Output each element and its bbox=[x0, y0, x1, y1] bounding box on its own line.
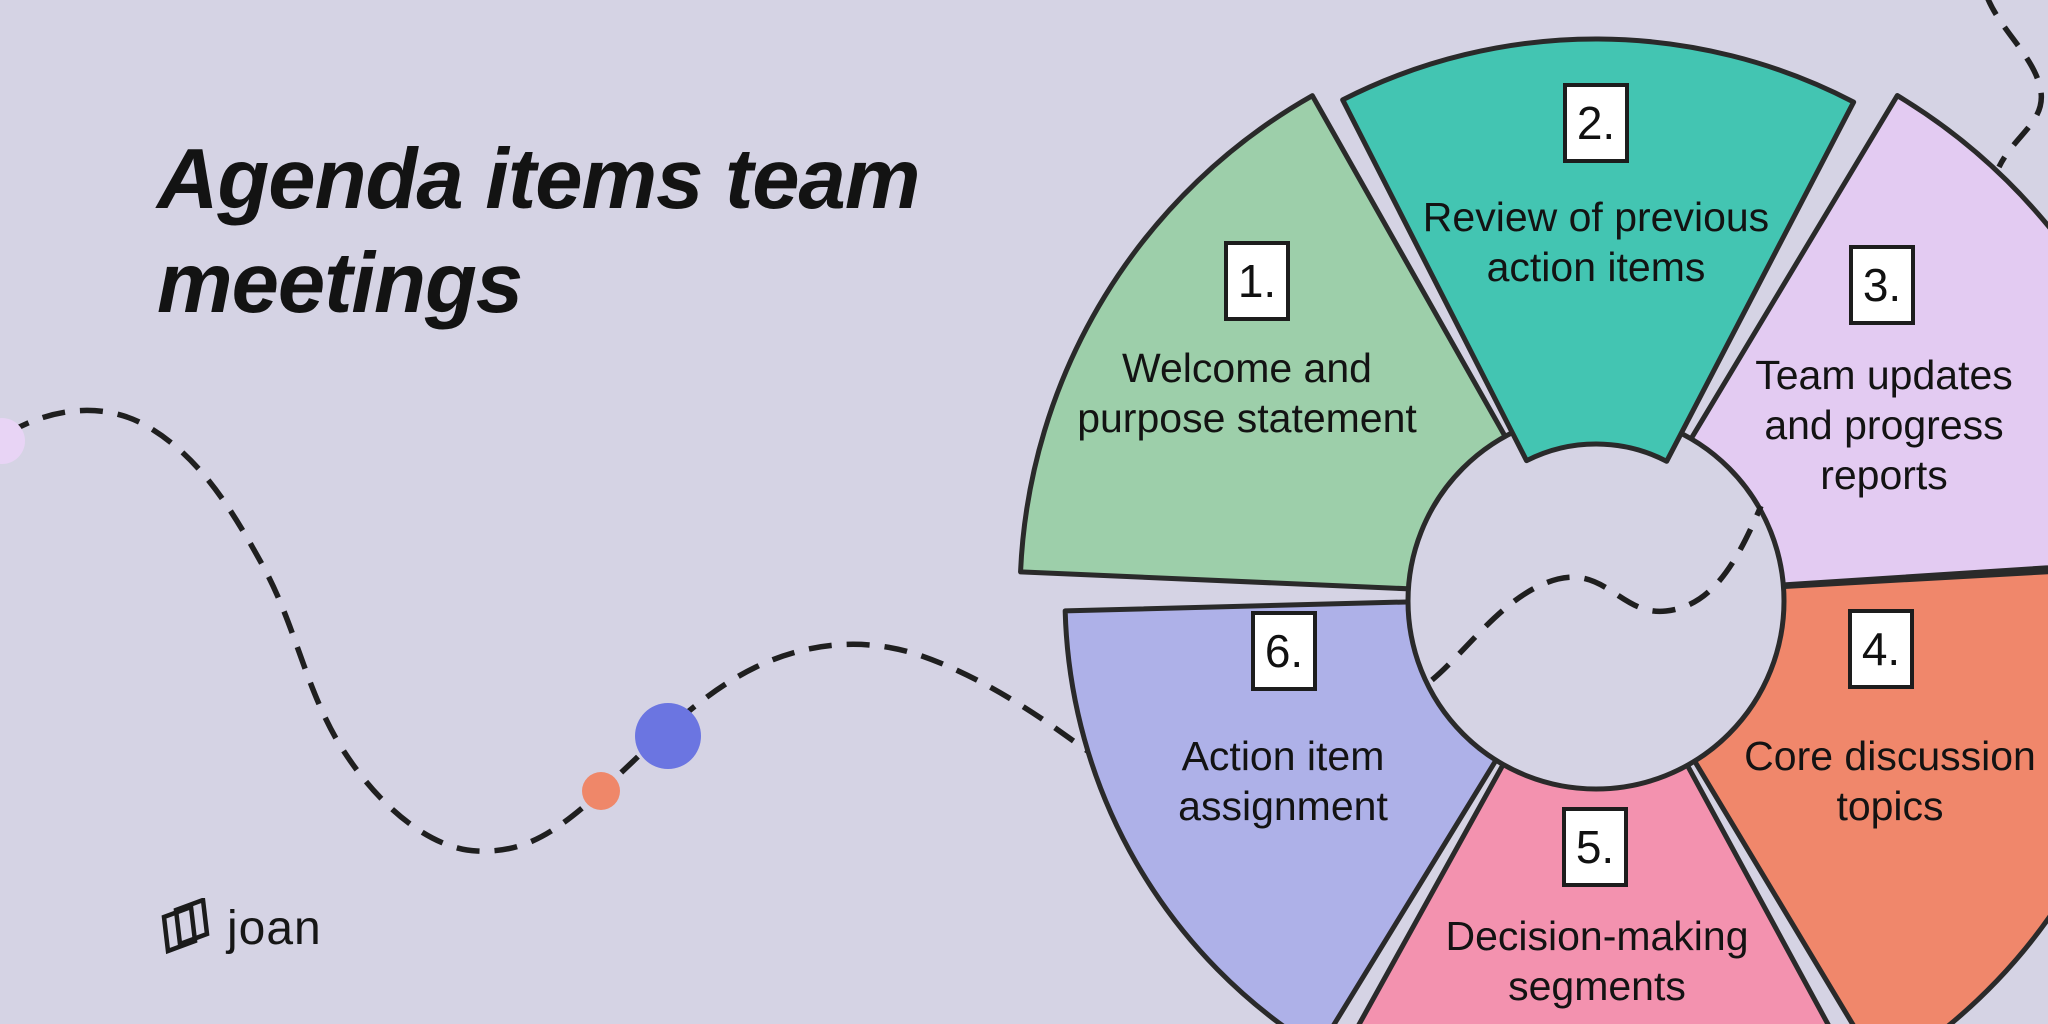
segment-label-line: Team updates bbox=[1755, 352, 2013, 398]
segment-label-line: assignment bbox=[1178, 783, 1388, 829]
journey-dashed-line-hub bbox=[1430, 504, 1764, 683]
segment-label-line: Action item bbox=[1181, 733, 1385, 779]
wheel-hub bbox=[1405, 410, 1787, 792]
segment-review-wedge bbox=[1340, 36, 1857, 464]
decor-dot-lilac bbox=[0, 418, 25, 464]
decor-dot-orange bbox=[582, 772, 620, 810]
segment-decision-number: 5. bbox=[1562, 807, 1628, 887]
joan-logo-icon bbox=[161, 898, 210, 955]
segment-label-line: reports bbox=[1820, 452, 1948, 498]
segment-label-line: and progress bbox=[1764, 402, 2004, 448]
page-title: Agenda items team meetings bbox=[157, 132, 920, 331]
segment-label-line: purpose statement bbox=[1077, 395, 1417, 441]
decor-dot-blue bbox=[635, 703, 701, 769]
segment-label-line: segments bbox=[1508, 963, 1686, 1009]
segment-label-line: topics bbox=[1836, 783, 1944, 829]
segment-updates-number: 3. bbox=[1849, 245, 1915, 325]
segment-action-number: 6. bbox=[1251, 611, 1317, 691]
joan-logo: joan bbox=[158, 898, 322, 958]
segment-label-line: Welcome and bbox=[1122, 345, 1372, 391]
segment-core-number: 4. bbox=[1848, 609, 1914, 689]
segment-review-number: 2. bbox=[1563, 83, 1629, 163]
segment-label-line: action items bbox=[1486, 244, 1706, 290]
segment-label-line: Review of previous bbox=[1422, 194, 1770, 240]
segment-welcome-number: 1. bbox=[1224, 241, 1290, 321]
segment-label-line: Decision-making bbox=[1445, 913, 1749, 959]
journey-dashed-line-top-right bbox=[1985, 0, 2044, 169]
journey-dashed-line bbox=[6, 407, 1098, 854]
segment-label-line: Core discussion bbox=[1744, 733, 2036, 779]
joan-logo-text: joan bbox=[227, 901, 322, 955]
